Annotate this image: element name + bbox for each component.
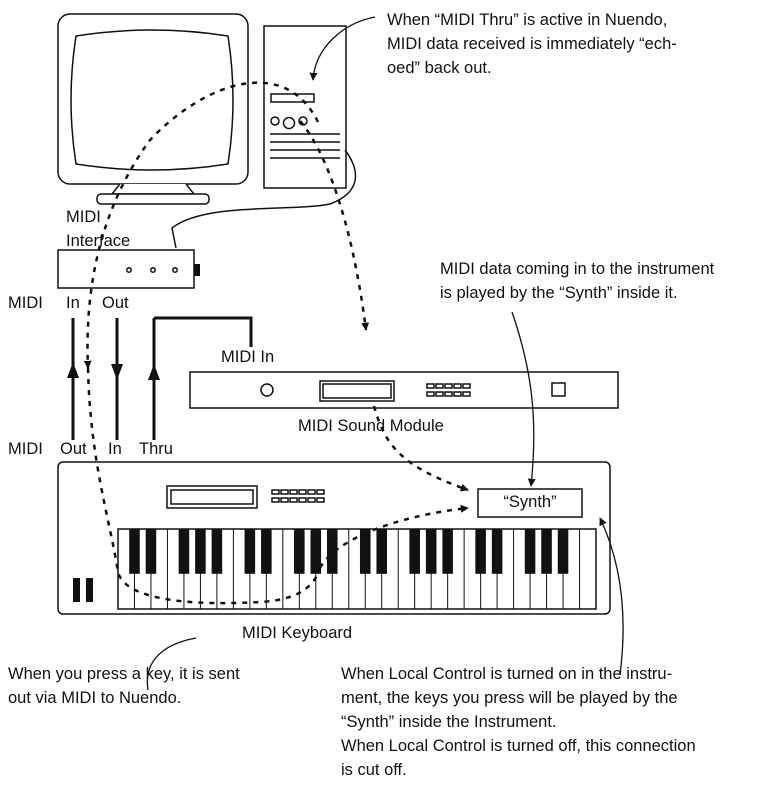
synth-note-line2: is played by the “Synth” inside it. [440,284,678,302]
synth-box-label: “Synth” [503,493,557,511]
piano-keys [129,529,581,609]
sound-module-label: MIDI Sound Module [298,417,444,435]
black-key [557,529,569,574]
keyboard-thru-label: Thru [139,440,173,458]
midi-thru-note-line2: MIDI data received is immediately “ech- [387,35,677,53]
black-key [524,529,536,574]
black-key [145,529,157,574]
midi-thru-note-line1: When “MIDI Thru” is active in Nuendo, [387,11,668,29]
interface-in-label: In [66,294,80,312]
black-key [211,529,223,574]
black-key [491,529,503,574]
black-key [541,529,552,574]
local-note-line1: When Local Control is turned on in the i… [341,665,673,683]
computer-to-interface-cable [171,149,357,249]
keyboard-port-prefix: MIDI [8,440,43,458]
module-in-label: MIDI In [221,348,275,366]
midi-cables [67,316,253,440]
black-key [359,529,371,574]
computer-tower [263,25,347,189]
key-note-line1: When you press a key, it is sent [8,665,240,683]
local-note-line2: ment, the keys you press will be played … [341,689,678,707]
black-key [195,529,206,574]
interface-out-label: Out [102,294,129,312]
black-key [327,529,338,574]
local-note-line3: “Synth” inside the Instrument. [341,713,557,731]
black-key [129,529,140,574]
synth-note-line1: MIDI data coming in to the instrument [440,260,715,278]
keyboard-label: MIDI Keyboard [242,624,353,642]
black-key [442,529,453,574]
midi-thru-note-line3: oed” back out. [387,59,492,77]
computer-monitor [57,13,249,205]
black-key [409,529,420,574]
black-key [261,529,272,574]
black-key [425,529,437,574]
interface-label-line2: Interface [66,232,131,250]
black-key [475,529,486,574]
black-key [244,529,256,574]
midi-data-flow [83,81,469,605]
black-key [376,529,387,574]
black-key [294,529,305,574]
interface-port-prefix: MIDI [8,294,43,312]
black-key [310,529,322,574]
keyboard-out-label: Out [60,440,87,458]
interface-label-line1: MIDI [66,208,101,226]
keyboard-in-label: In [108,440,122,458]
black-key [178,529,190,574]
key-note-line2: out via MIDI to Nuendo. [8,689,182,707]
midi-sound-module [189,371,619,409]
midi-interface-box [57,249,200,289]
callout-arrows [146,16,624,691]
local-note-line5: is cut off. [341,761,407,779]
local-note-line4: When Local Control is turned off, this c… [341,737,696,755]
